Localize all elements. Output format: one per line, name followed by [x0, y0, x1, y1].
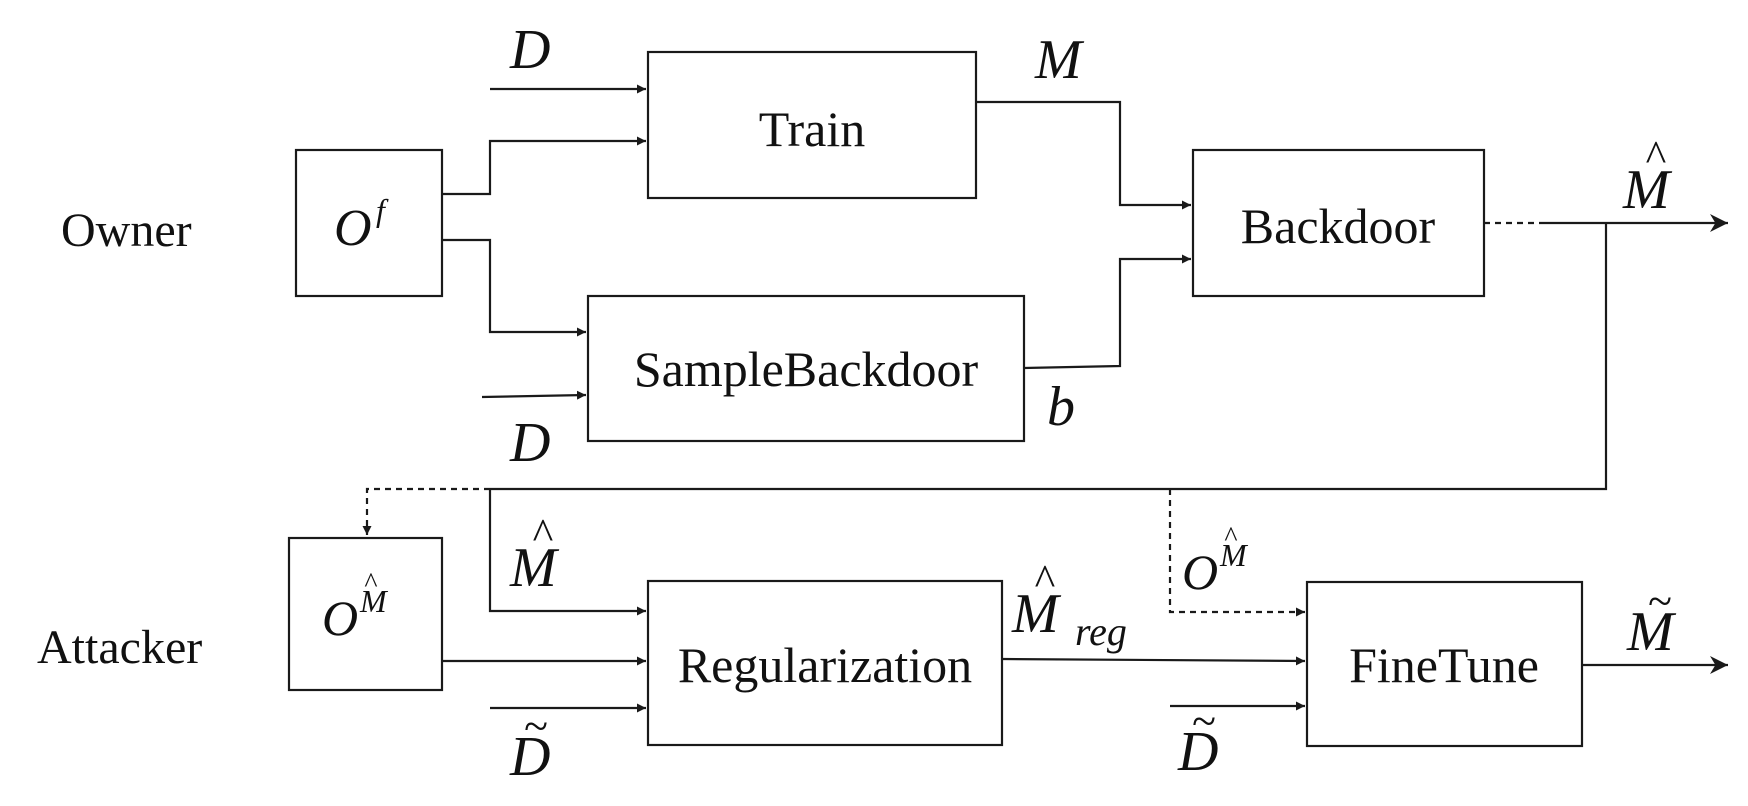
o-m-hat-dashed-arrow [1168, 489, 1305, 617]
d-tilde-reg-label: D ~ [509, 702, 550, 788]
m-hat-reg-accent: ^ [1035, 556, 1056, 605]
sample-to-backdoor-arrow [1023, 254, 1191, 370]
m-hat-output-base: M [1622, 159, 1673, 221]
o-m-hat-mid-base: O [1182, 544, 1218, 600]
d-tilde-ft-label: D ~ [1177, 697, 1218, 783]
m-hat-attacker-label: M ^ [509, 510, 560, 599]
attacker-oracle-sup: M [359, 583, 389, 619]
d-tilde-reg-accent: ~ [524, 702, 548, 751]
attacker-oracle-box [287, 536, 444, 692]
o-m-hat-mid-sup-accent: ^ [1224, 522, 1237, 553]
reg-to-finetune-arrow [1001, 656, 1306, 666]
backdoor-label: Backdoor [1241, 198, 1436, 254]
d-tilde-ft-base: D [1177, 721, 1218, 783]
attacker-oracle-sup-accent: ^ [364, 568, 377, 599]
m-tilde-output-accent: ~ [1648, 577, 1672, 626]
attacker-oracle-dashed-arrow [362, 487, 490, 535]
d-sample-label: D [509, 412, 550, 474]
m-hat-reg-label: M ^ reg [1011, 556, 1127, 654]
m-hat-to-reg-arrow [488, 489, 646, 616]
train-label: Train [759, 101, 866, 157]
train-to-backdoor-arrow [976, 100, 1191, 210]
backdoor-box [1191, 148, 1486, 298]
regularization-box [646, 579, 1004, 747]
m-hat-reg-base: M [1011, 583, 1062, 645]
owner-oracle-base: O [334, 200, 372, 257]
m-tilde-output-label: M ~ [1626, 577, 1677, 663]
o-m-hat-mid-sup: M [1219, 537, 1249, 573]
d-tilde-reg-base: D [509, 726, 550, 788]
m-hat-reg-sub: reg [1075, 609, 1127, 654]
b-label: b [1047, 376, 1075, 438]
attacker-oracle-label: O M ^ [322, 568, 389, 646]
m-hat-attacker-accent: ^ [533, 510, 554, 559]
m-hat-output-accent: ^ [1646, 132, 1667, 181]
finetune-box [1305, 580, 1584, 748]
m-hat-output-label: M ^ [1622, 132, 1673, 221]
oracle-to-sample-arrow [442, 238, 586, 337]
m-hat-feedback-line [490, 223, 1608, 491]
sample-backdoor-box [586, 294, 1026, 443]
attacker-label: Attacker [37, 621, 202, 674]
train-box [646, 50, 978, 200]
m-label: M [1034, 29, 1085, 91]
o-m-hat-mid-label: O M ^ [1182, 522, 1249, 600]
m-tilde-output-base: M [1626, 601, 1677, 663]
regularization-label: Regularization [678, 637, 972, 693]
sample-backdoor-label: SampleBackdoor [634, 341, 979, 397]
attacker-oracle-base: O [322, 590, 358, 646]
oracle-to-train-arrow [442, 136, 646, 196]
finetune-label: FineTune [1349, 637, 1539, 693]
d-to-sample-arrow [481, 390, 587, 400]
d-train-label: D [509, 19, 550, 81]
owner-oracle-box [294, 148, 444, 298]
m-hat-attacker-base: M [509, 537, 560, 599]
owner-label: Owner [61, 204, 192, 257]
d-tilde-ft-accent: ~ [1192, 697, 1216, 746]
